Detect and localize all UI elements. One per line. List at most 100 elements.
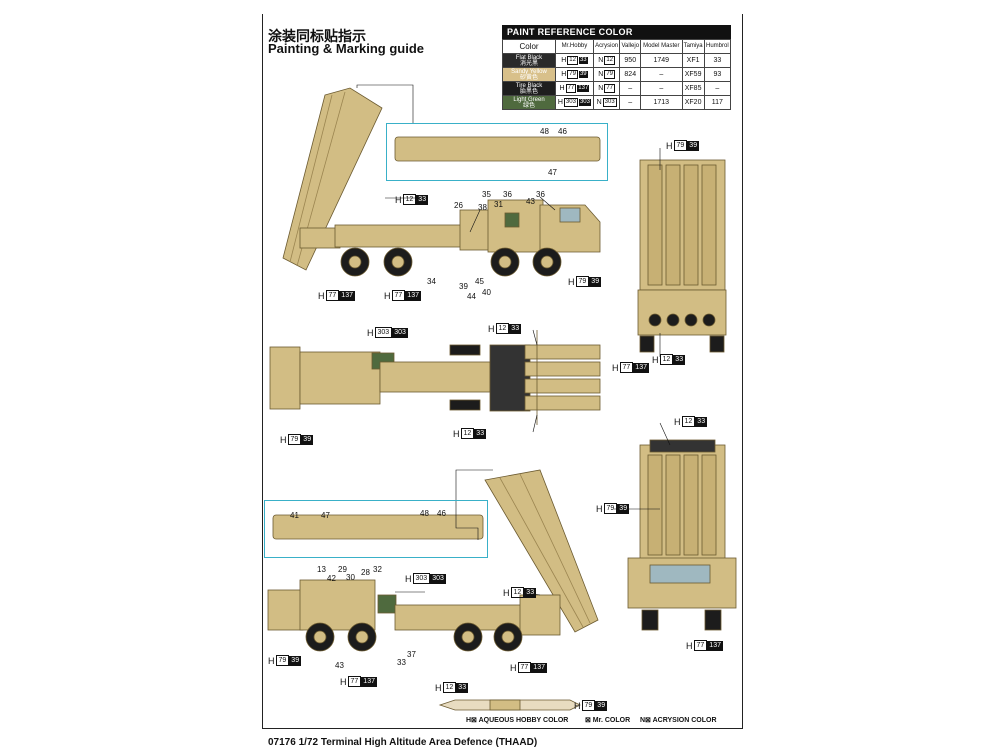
hobby-prefix: H	[561, 71, 567, 78]
part-number: 43	[335, 661, 344, 670]
hobby-box: 303	[563, 98, 578, 107]
part-number: 37	[407, 650, 416, 659]
part-number: 31	[494, 200, 503, 209]
part-number: 47	[548, 168, 557, 177]
cab-window	[559, 207, 581, 223]
part-number: 46	[558, 127, 567, 136]
trailer-frame-top	[379, 361, 491, 393]
top-view	[269, 330, 601, 425]
cab-front-left	[267, 589, 304, 631]
launcher-canister-raised	[282, 87, 383, 271]
part-number: 39	[459, 282, 468, 291]
title-chinese: 涂装同标贴指示	[268, 29, 366, 45]
acry-prefix: N	[598, 57, 604, 64]
acry-box: 79	[604, 70, 615, 79]
part-number: 34	[427, 277, 436, 286]
part-number: 42	[327, 574, 336, 583]
color-name-cn: 绿色	[522, 102, 535, 109]
part-number: 47	[321, 511, 330, 520]
acry-box: 303	[602, 98, 617, 107]
page-frame	[262, 14, 743, 729]
paint-reference-title: PAINT REFERENCE COLOR	[502, 25, 731, 39]
legend-acrysion: N⊠ ACRYSION COLOR	[640, 717, 717, 724]
part-number: 44	[467, 292, 476, 301]
equipment-top	[299, 351, 381, 405]
part-number: 33	[397, 658, 406, 667]
side-view-left	[267, 469, 599, 652]
acry-prefix: N	[596, 99, 602, 106]
acry-box: 12	[604, 56, 615, 65]
part-number: 45	[475, 277, 484, 286]
color-name: Sandy Yellow	[511, 68, 547, 75]
part-number: 28	[361, 568, 370, 577]
hobby-prefix: H	[559, 85, 565, 92]
canister-tubes-top	[524, 344, 601, 411]
hobby-box: 12	[567, 56, 578, 65]
humbrol-cell: 117	[703, 95, 732, 110]
cab-front	[539, 204, 601, 253]
part-number: 40	[482, 288, 491, 297]
canister-ends-rear	[648, 313, 716, 327]
acry-box: 77	[604, 84, 615, 93]
part-number: 36	[503, 190, 512, 199]
part-number: 36	[536, 190, 545, 199]
hobby-box: 77	[565, 84, 577, 93]
hobby-dark: 39	[578, 71, 588, 78]
decal-inset-bottom	[264, 500, 488, 558]
hobby-prefix: H	[557, 99, 563, 106]
launcher-canister-left	[484, 469, 599, 633]
hobby-box: 79	[567, 70, 578, 79]
hobby-dark: 303	[578, 99, 591, 106]
legend-aqueous: H⊠ AQUEOUS HOBBY COLOR	[466, 717, 569, 724]
hobby-dark: 33	[578, 57, 588, 64]
canister-ends-top	[489, 344, 531, 412]
part-number: 38	[478, 203, 487, 212]
color-name: Light Green	[513, 96, 545, 103]
footer-title: 07176 1/72 Terminal High Altitude Area D…	[268, 737, 538, 748]
green-panel	[504, 212, 520, 228]
hobby-prefix: H	[561, 57, 567, 64]
part-number: 32	[373, 565, 382, 574]
missile	[438, 699, 581, 711]
part-number: 29	[338, 565, 347, 574]
part-number: 35	[482, 190, 491, 199]
windshield	[649, 564, 711, 584]
part-number: 48	[540, 127, 549, 136]
part-number: 43	[526, 197, 535, 206]
acry-prefix: N	[598, 85, 604, 92]
inset-canister-bottom	[272, 514, 484, 540]
paint-reference-table: PAINT REFERENCE COLOR Color Mr.Hobby Acr…	[502, 25, 732, 110]
part-number: 13	[317, 565, 326, 574]
part-number: 46	[437, 509, 446, 518]
inset-canister-top	[394, 136, 601, 162]
modelmaster-cell: 1713	[640, 95, 683, 110]
acry-prefix: N	[598, 71, 604, 78]
green-panel-left	[377, 594, 397, 614]
